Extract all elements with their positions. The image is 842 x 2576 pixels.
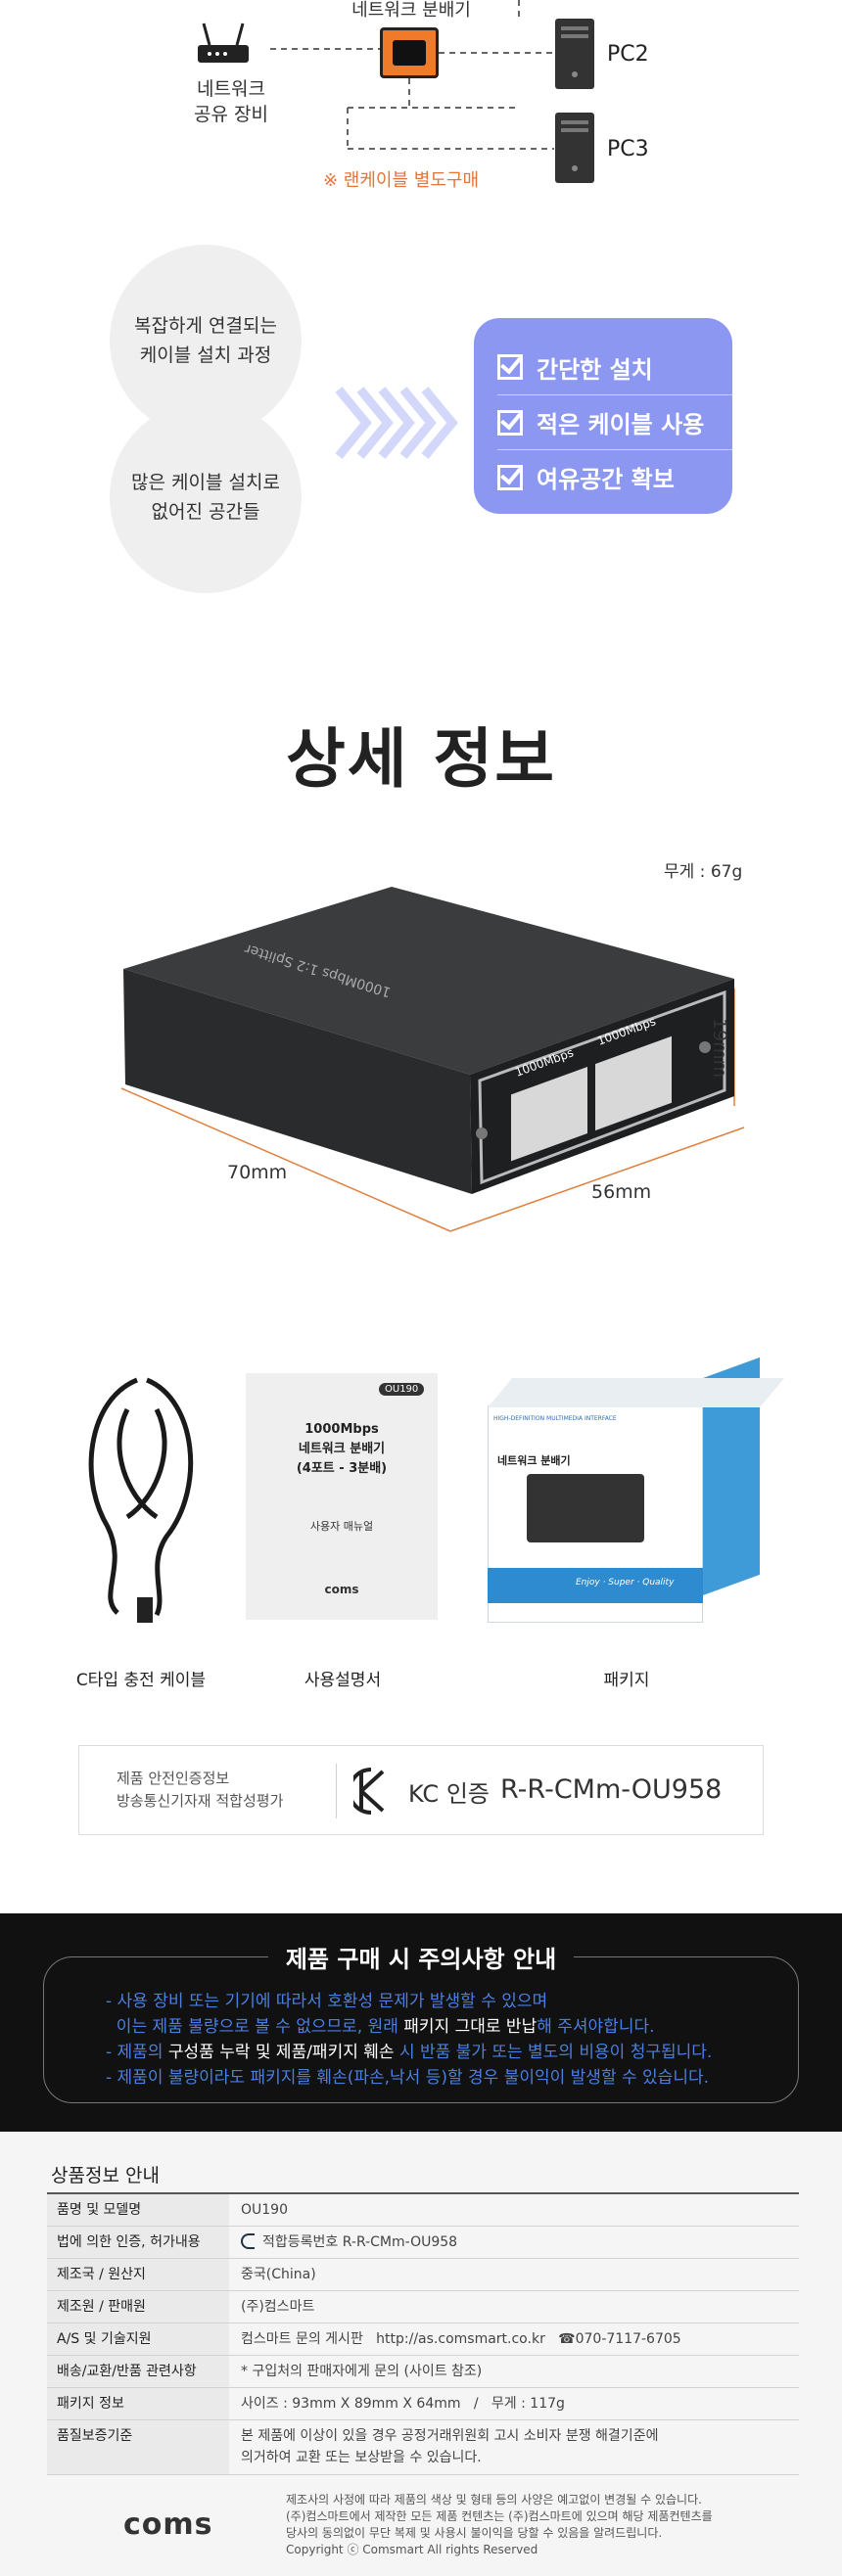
package-box-image: HIGH-DEFINITION MULTIMEDIA INTERFACE 네트워… <box>488 1357 785 1623</box>
box-title-text: 네트워크 분배기 <box>497 1454 571 1467</box>
certification-box: 제품 안전인증정보 방송통신기자재 적합성평가 KC 인증 R-R-CMm-OU… <box>78 1745 764 1835</box>
box-header-text: HIGH-DEFINITION MULTIMEDIA INTERFACE <box>493 1415 617 1422</box>
router-icon <box>198 23 249 63</box>
item-label-package: 패키지 <box>603 1671 650 1690</box>
cert-line2: 방송통신기자재 적합성평가 <box>117 1792 284 1810</box>
table-row: 제조원 / 판매원(주)컴스마트 <box>47 2291 799 2323</box>
manual-line2: 네트워크 분배기 <box>298 1442 386 1456</box>
manual-line3: (4포트 - 3분배) <box>296 1461 388 1476</box>
dimension-height: 19mm <box>709 1018 730 1079</box>
pc3-label: PC3 <box>607 137 649 161</box>
splitter-label: 네트워크 분배기 <box>351 0 471 21</box>
item-label-cable: C타입 충전 케이블 <box>75 1671 207 1690</box>
checkbox-icon <box>497 409 523 436</box>
kc-mark-icon <box>353 1768 385 1815</box>
manual-line1: 1000Mbps <box>304 1422 379 1437</box>
checkbox-icon <box>497 464 523 490</box>
purchase-notice: 제품 구매 시 주의사항 안내 - 사용 장비 또는 기기에 따라서 호환성 문… <box>0 1913 842 2132</box>
manual-model-badge: OU190 <box>379 1383 425 1396</box>
notice-line2: 이는 제품 불량으로 볼 수 없으므로, 원래 패키지 그대로 반납해 주셔야합… <box>106 2017 655 2037</box>
checkbox-icon <box>497 354 523 380</box>
arrow-chevrons-icon <box>335 387 458 459</box>
pc2-label: PC2 <box>607 42 649 67</box>
problem-1-line2: 케이블 설치 과정 <box>139 345 272 366</box>
benefit-item: 적은 케이블 사용 <box>497 394 732 449</box>
network-lines <box>270 0 554 150</box>
problem-1-line1: 복잡하게 연결되는 <box>134 315 277 337</box>
dimension-length: 70mm <box>227 1162 288 1183</box>
usb-c-cable-image <box>88 1377 194 1623</box>
notice-title: 제품 구매 시 주의사항 안내 <box>267 1946 575 1973</box>
footer-disclaimer: 제조사의 사정에 따라 제품의 색상 및 형태 등의 사양은 예고없이 변경될 … <box>286 2493 713 2556</box>
problem-2-line1: 많은 케이블 설치로 <box>131 472 280 493</box>
notice-line3: - 제품의 구성품 누락 및 제품/패키지 훼손 시 반품 불가 또는 별도의 … <box>106 2043 713 2062</box>
notice-line1: - 사용 장비 또는 기기에 따라서 호환성 문제가 발생할 수 있으며 <box>106 1992 548 2011</box>
manual-brand-logo: coms <box>324 1583 359 1596</box>
dimension-width: 56mm <box>591 1181 652 1203</box>
benefit-item: 여유공간 확보 <box>497 449 732 504</box>
lan-cable-note: ※ 랜케이블 별도구매 <box>323 170 480 191</box>
item-label-manual: 사용설명서 <box>304 1671 382 1690</box>
benefit-item: 간단한 설치 <box>497 340 732 394</box>
section-title: 상세 정보 <box>286 721 556 797</box>
kc-label: KC 인증 <box>408 1780 490 1808</box>
user-manual-image: OU190 1000Mbps 네트워크 분배기 (4포트 - 3분배) 사용자 … <box>246 1373 438 1620</box>
notice-line4: - 제품이 불량이라도 패키지를 훼손(파손,낙서 등)할 경우 불이익이 발생… <box>106 2068 710 2088</box>
table-row: 배송/교환/반품 관련사항* 구입처의 판매자에게 문의 (사이트 참조) <box>47 2356 799 2388</box>
cert-line1: 제품 안전인증정보 <box>117 1770 230 1787</box>
box-strip-text: Enjoy · Super · Quality <box>576 1578 675 1587</box>
product-image: 1000Mbps 1:2 Splitter 1000Mbps 1000Mbps <box>120 887 745 1232</box>
problem-2-line2: 없어진 공간들 <box>151 501 260 523</box>
pc2-icon <box>555 19 594 89</box>
manual-line4: 사용자 매뉴얼 <box>309 1520 374 1533</box>
kc-mini-icon <box>241 2233 255 2249</box>
pc3-icon <box>555 113 594 183</box>
coms-logo: coms <box>123 2507 213 2542</box>
info-title: 상품정보 안내 <box>51 2165 160 2186</box>
benefits-panel: 간단한 설치 적은 케이블 사용 여유공간 확보 <box>474 318 732 514</box>
splitter-icon <box>380 27 439 78</box>
kc-code: R-R-CMm-OU958 <box>500 1774 723 1805</box>
device-label-line2: 공유 장비 <box>194 104 268 125</box>
weight-label: 무게 : 67g <box>664 862 743 882</box>
device-label-line1: 네트워크 <box>197 78 265 100</box>
